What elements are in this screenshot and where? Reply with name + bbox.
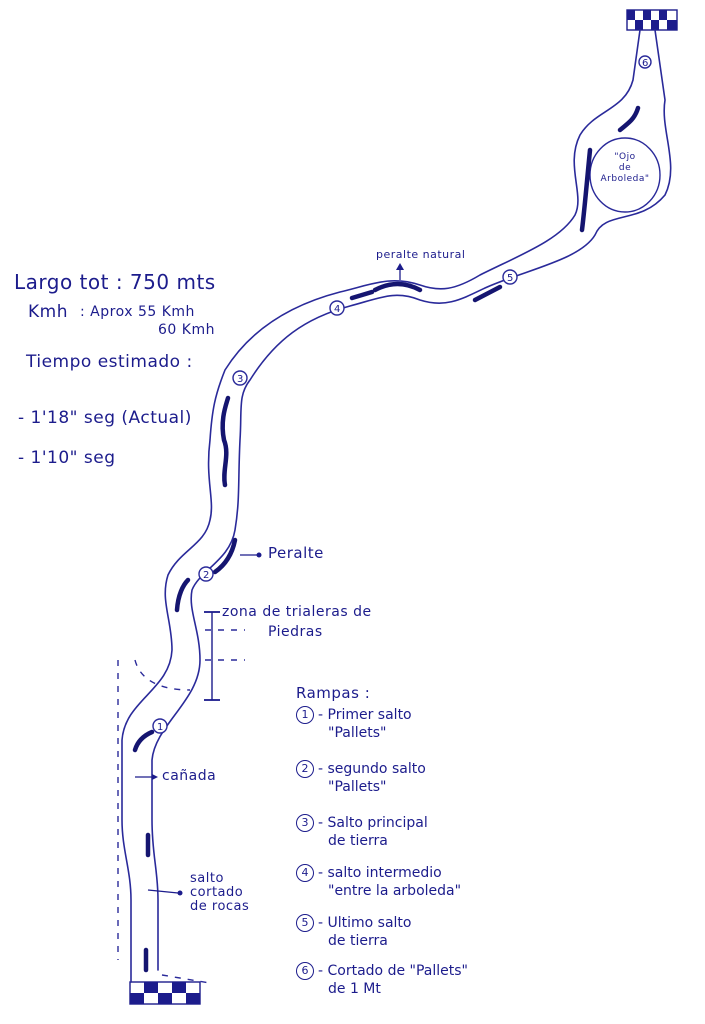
svg-text:3: 3 [237, 374, 243, 385]
legend-item-6-line1: - Cortado de "Pallets" [318, 963, 468, 979]
ramp-marker-1: 1 [152, 718, 168, 734]
label-zona-trialeras: zona de trialeras de [222, 604, 372, 620]
track-length: Largo tot : 750 mts [14, 270, 216, 294]
legend-number-1: 1 [296, 706, 314, 724]
legend-item-3-line1: - Salto principal [318, 815, 428, 831]
legend-item-1-line1: - Primer salto [318, 707, 412, 723]
label-piedras: Piedras [268, 624, 323, 640]
legend-item-4-line1: - salto intermedio [318, 865, 442, 881]
label-peralte-natural: peralte natural [376, 248, 466, 261]
label-ojo-line1: "Ojo [614, 152, 636, 162]
ramp-marker-3: 3 [232, 370, 248, 386]
legend-item-1: 1- Primer salto "Pallets" [296, 706, 412, 742]
finish-flag-icon [626, 9, 678, 31]
legend-item-2: 2- segundo salto "Pallets" [296, 760, 426, 796]
speed-value-1: : Aprox 55 Kmh [80, 304, 195, 320]
label-salto-cortado: salto cortado de rocas [190, 872, 249, 914]
legend-item-4-line2: "entre la arboleda" [328, 883, 462, 899]
legend-number-2: 2 [296, 760, 314, 778]
time-current: - 1'18" seg (Actual) [18, 408, 192, 428]
legend-item-3: 3- Salto principal de tierra [296, 814, 428, 850]
legend-item-5-line1: - Ultimo salto [318, 915, 412, 931]
time-target: - 1'10" seg [18, 448, 116, 468]
legend-item-2-line1: - segundo salto [318, 761, 426, 777]
svg-text:1: 1 [157, 722, 163, 733]
legend-title: Rampas : [296, 684, 371, 702]
svg-text:4: 4 [334, 304, 340, 315]
legend-number-3: 3 [296, 814, 314, 832]
label-peralte: Peralte [268, 544, 324, 562]
legend-item-3-line2: de tierra [328, 833, 388, 849]
estimated-time-label: Tiempo estimado : [26, 352, 193, 372]
svg-text:6: 6 [642, 58, 648, 69]
label-ojo-line2: de [618, 163, 632, 173]
ramp-marker-4: 4 [329, 300, 345, 316]
speed-label: Kmh [28, 302, 68, 322]
svg-text:2: 2 [203, 570, 209, 581]
speed-value-2: 60 Kmh [158, 322, 215, 338]
label-ojo-line3: Arboleda" [600, 174, 650, 184]
svg-text:5: 5 [507, 273, 513, 284]
label-salto-cortado-line2: cortado [190, 885, 244, 900]
legend-item-5: 5- Ultimo salto de tierra [296, 914, 412, 950]
legend-number-5: 5 [296, 914, 314, 932]
legend-item-1-line2: "Pallets" [328, 725, 387, 741]
label-salto-cortado-line3: de rocas [190, 899, 250, 914]
legend-item-5-line2: de tierra [328, 933, 388, 949]
ojo-de-arboleda-island [589, 137, 661, 213]
legend-number-4: 4 [296, 864, 314, 882]
legend-item-6: 6- Cortado de "Pallets" de 1 Mt [296, 962, 468, 998]
ramp-marker-2: 2 [198, 566, 214, 582]
legend-item-6-line2: de 1 Mt [328, 981, 381, 997]
start-flag-icon [129, 981, 201, 1005]
legend-item-4: 4- salto intermedio "entre la arboleda" [296, 864, 461, 900]
ramp-marker-5: 5 [502, 269, 518, 285]
ramp-marker-6: 6 [638, 55, 652, 69]
label-salto-cortado-line1: salto [190, 871, 224, 886]
legend-item-2-line2: "Pallets" [328, 779, 387, 795]
label-canada: cañada [162, 768, 217, 784]
legend-number-6: 6 [296, 962, 314, 980]
label-ojo-de-arboleda: "Ojo de Arboleda" [600, 152, 650, 185]
